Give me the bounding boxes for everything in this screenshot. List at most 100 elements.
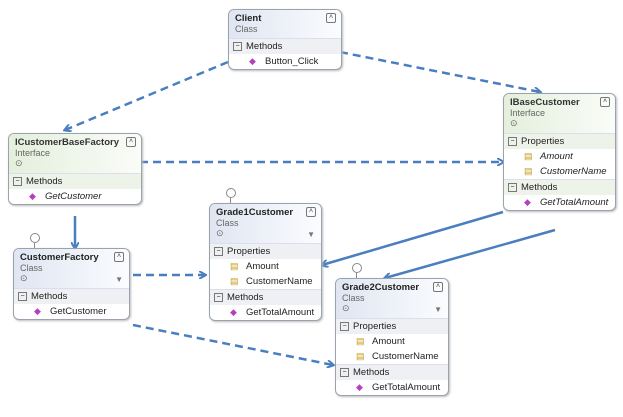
interface-lollipop-icon: ⊙: [510, 118, 518, 128]
member-item[interactable]: ▤ Amount: [336, 334, 448, 349]
connector-client-to-ibasecustomer[interactable]: [339, 50, 540, 92]
member-item[interactable]: ◆ GetCustomer: [14, 304, 129, 319]
collapse-minus-icon[interactable]: −: [340, 322, 349, 331]
collapse-minus-icon[interactable]: −: [214, 293, 223, 302]
shape-title: IBaseCustomer: [510, 97, 580, 108]
method-icon: ◆: [249, 56, 256, 66]
lollipop-stick: [34, 243, 35, 248]
section-header-methods[interactable]: −Methods: [336, 364, 448, 380]
member-item[interactable]: ▤ Amount: [504, 149, 615, 164]
section-header-methods[interactable]: −Methods: [14, 288, 129, 304]
member-name: CustomerName: [372, 351, 439, 362]
shape-title: ICustomerBaseFactory: [15, 137, 120, 148]
collapse-chevron-icon[interactable]: ˄: [326, 13, 336, 23]
property-icon: ▤: [524, 151, 533, 161]
member-item[interactable]: ◆ Button_Click: [229, 54, 341, 69]
section-label: Methods: [246, 41, 283, 52]
member-item[interactable]: ▤CustomerName: [336, 349, 448, 364]
collapse-minus-icon[interactable]: −: [508, 137, 517, 146]
connector-ibasecustomer-to-grade2customer[interactable]: [385, 228, 556, 278]
property-icon: ▤: [356, 336, 365, 346]
section-label: Properties: [521, 136, 565, 147]
shape-kind: Class: [20, 263, 43, 273]
filter-icon[interactable]: ▼: [434, 305, 442, 314]
filter-icon[interactable]: ▼: [115, 275, 123, 284]
section-header-properties[interactable]: −Properties: [504, 133, 615, 149]
section-label: Properties: [353, 321, 397, 332]
section-label: Properties: [227, 246, 271, 257]
section-label: Methods: [227, 292, 264, 303]
shape-kind: Interface: [15, 148, 51, 158]
shape-kind: Class: [235, 24, 258, 34]
member-name: CustomerName: [540, 166, 607, 177]
method-icon: ◆: [34, 306, 41, 316]
property-icon: ▤: [230, 276, 239, 286]
interface-lollipop-icon: ⊙: [216, 228, 224, 238]
section-header-properties[interactable]: −Properties: [210, 243, 321, 259]
collapse-minus-icon[interactable]: −: [508, 183, 517, 192]
method-icon: ◆: [230, 307, 237, 317]
collapse-minus-icon[interactable]: −: [18, 292, 27, 301]
member-name: GetTotalAmount: [372, 382, 441, 393]
shape-title: Grade1Customer: [216, 207, 294, 218]
collapse-chevron-icon[interactable]: ˄: [433, 282, 443, 292]
member-name: Button_Click: [265, 56, 319, 67]
shape-title: Grade2Customer: [342, 282, 420, 293]
collapse-chevron-icon[interactable]: ˄: [114, 252, 124, 262]
connector-client-to-icustomerbasefactory[interactable]: [65, 60, 229, 130]
shape-kind: Interface: [510, 108, 546, 118]
collapse-chevron-icon[interactable]: ˄: [306, 207, 316, 217]
method-icon: ◆: [356, 382, 363, 392]
property-icon: ▤: [524, 166, 533, 176]
connector-ibasecustomer-to-grade1customer[interactable]: [322, 210, 504, 265]
collapse-minus-icon[interactable]: −: [13, 177, 22, 186]
member-name: Amount: [372, 336, 405, 347]
section-label: Methods: [31, 291, 68, 302]
lollipop-stick: [230, 198, 231, 203]
collapse-minus-icon[interactable]: −: [233, 42, 242, 51]
member-item[interactable]: ▤ CustomerName: [210, 274, 321, 289]
member-item[interactable]: ◆ GetTotalAmount: [336, 380, 448, 395]
filter-icon[interactable]: ▼: [307, 230, 315, 239]
member-item[interactable]: ◆GetCustomer: [9, 189, 141, 204]
member-name: CustomerName: [246, 276, 313, 287]
section-header-methods[interactable]: −Methods: [210, 289, 321, 305]
interface-lollipop-icon: ⊙: [342, 303, 350, 313]
member-name: GetCustomer: [50, 306, 107, 317]
shape-title: Client: [235, 13, 262, 24]
section-header-properties[interactable]: −Properties: [336, 318, 448, 334]
member-item[interactable]: ▤Amount: [210, 259, 321, 274]
member-item[interactable]: ◆GetTotalAmount: [504, 195, 615, 210]
member-item[interactable]: ◆GetTotalAmount: [210, 305, 321, 320]
member-name: GetCustomer: [45, 191, 102, 202]
section-header-methods[interactable]: −Methods: [9, 173, 141, 189]
connector-customerfactory-to-grade2customer[interactable]: [132, 323, 333, 365]
collapse-minus-icon[interactable]: −: [340, 368, 349, 377]
section-header-methods[interactable]: −Methods: [229, 38, 341, 54]
section-label: Methods: [26, 176, 63, 187]
shape-title: CustomerFactory: [20, 252, 99, 263]
collapse-chevron-icon[interactable]: ˄: [600, 97, 610, 107]
collapse-chevron-icon[interactable]: ˄: [126, 137, 136, 147]
interface-lollipop-icon: ⊙: [20, 273, 28, 283]
lollipop-icon: [30, 233, 40, 243]
member-item[interactable]: ▤ CustomerName: [504, 164, 615, 179]
collapse-minus-icon[interactable]: −: [214, 247, 223, 256]
property-icon: ▤: [230, 261, 239, 271]
section-label: Methods: [521, 182, 558, 193]
section-label: Methods: [353, 367, 390, 378]
member-name: Amount: [540, 151, 573, 162]
section-header-methods[interactable]: −Methods: [504, 179, 615, 195]
